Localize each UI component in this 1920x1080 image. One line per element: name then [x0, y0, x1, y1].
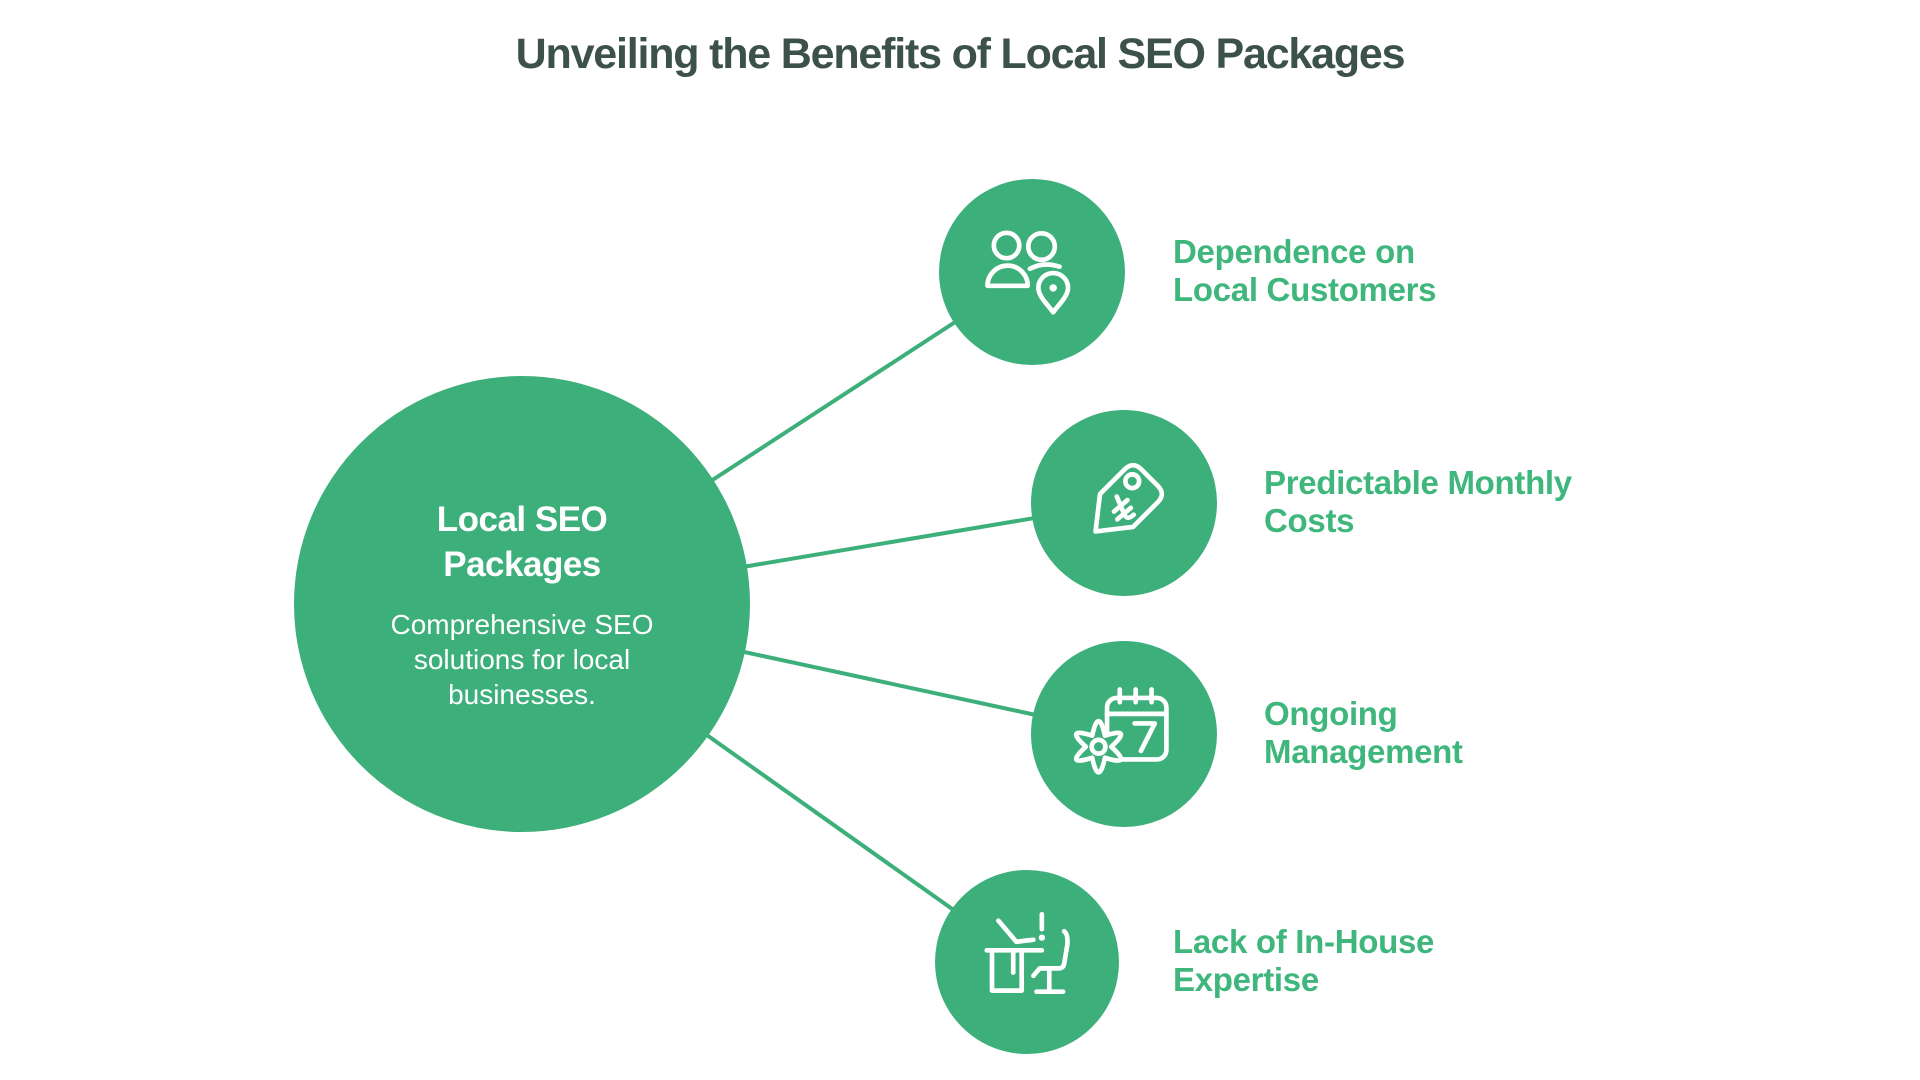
- central-node-local-seo-packages: Local SEO Packages Comprehensive SEO sol…: [294, 376, 750, 832]
- label-line: Ongoing: [1264, 695, 1398, 732]
- satellite-node-predictable-monthly-costs: [1031, 410, 1217, 596]
- label-ongoing-management: Ongoing Management: [1264, 695, 1463, 771]
- label-line: Costs: [1264, 502, 1355, 539]
- calendar-gear-icon: [1074, 687, 1169, 775]
- label-lack-of-in-house-expertise: Lack of In-House Expertise: [1173, 923, 1434, 999]
- central-heading: Local SEO Packages: [437, 497, 608, 587]
- price-tag-icon: [1093, 462, 1165, 534]
- central-description: Comprehensive SEO solutions for local bu…: [390, 608, 654, 710]
- label-line: Predictable Monthly: [1264, 464, 1572, 501]
- label-predictable-monthly-costs: Predictable Monthly Costs: [1264, 464, 1572, 540]
- satellite-node-dependence-on-local-customers: [939, 179, 1125, 365]
- label-line: Management: [1264, 733, 1463, 770]
- page-title: Unveiling the Benefits of Local SEO Pack…: [515, 30, 1406, 78]
- satellite-node-lack-of-in-house-expertise: [935, 870, 1119, 1054]
- label-line: Lack of In-House: [1173, 923, 1435, 960]
- people-location-icon: [985, 230, 1071, 315]
- label-line: Dependence on: [1173, 233, 1415, 270]
- satellite-node-ongoing-management: [1031, 641, 1217, 827]
- label-dependence-on-local-customers: Dependence on Local Customers: [1173, 233, 1437, 309]
- central-heading-line2: Packages: [443, 544, 601, 584]
- label-line: Expertise: [1173, 961, 1319, 998]
- label-line: Local Customers: [1173, 271, 1437, 308]
- central-heading-line1: Local SEO: [436, 499, 608, 539]
- desk-chair-icon: [984, 911, 1070, 995]
